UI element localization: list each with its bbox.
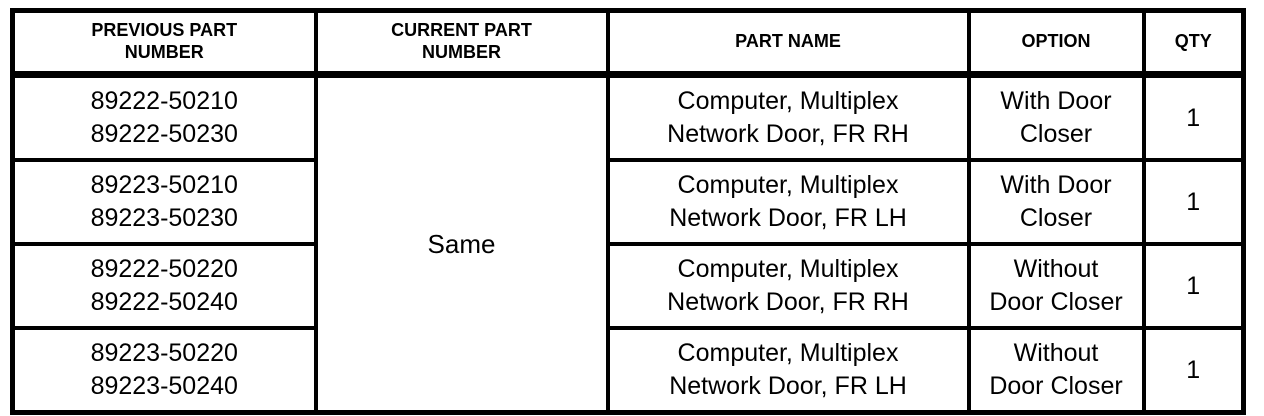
option-cell: With Door Closer (966, 72, 1146, 162)
part-name-cell: Computer, Multiplex Network Door, FR LH (605, 158, 971, 246)
current-part-number-merged-cell: Same (313, 72, 610, 415)
part-name-cell: Computer, Multiplex Network Door, FR RH (605, 72, 971, 162)
header-option: OPTION (966, 8, 1146, 78)
qty-cell: 1 (1141, 326, 1246, 415)
header-part-name: PART NAME (605, 8, 971, 78)
table-row: 89222-50210 89222-50230 Same Computer, M… (10, 72, 1246, 415)
option-cell: With Door Closer (966, 158, 1146, 246)
table-row: 89223-50210 89223-50230 Computer, Multip… (10, 158, 1246, 246)
qty-cell: 1 (1141, 242, 1246, 330)
header-qty: QTY (1141, 8, 1246, 78)
table-row: 89222-50220 89222-50240 Computer, Multip… (10, 242, 1246, 330)
header-previous-part-number: PREVIOUS PART NUMBER (10, 8, 318, 78)
part-number-interchange-table: PREVIOUS PART NUMBER CURRENT PART NUMBER… (10, 8, 1246, 415)
previous-part-number-cell: 89222-50220 89222-50240 (10, 242, 318, 330)
header-row: PREVIOUS PART NUMBER CURRENT PART NUMBER… (10, 8, 1246, 78)
qty-cell: 1 (1141, 72, 1246, 162)
part-name-cell: Computer, Multiplex Network Door, FR LH (605, 326, 971, 415)
part-name-cell: Computer, Multiplex Network Door, FR RH (605, 242, 971, 330)
previous-part-number-cell: 89222-50210 89222-50230 (10, 72, 318, 162)
option-cell: Without Door Closer (966, 326, 1146, 415)
table-row: 89223-50220 89223-50240 Computer, Multip… (10, 326, 1246, 415)
option-cell: Without Door Closer (966, 242, 1146, 330)
qty-cell: 1 (1141, 158, 1246, 246)
previous-part-number-cell: 89223-50210 89223-50230 (10, 158, 318, 246)
header-current-part-number: CURRENT PART NUMBER (313, 8, 610, 78)
previous-part-number-cell: 89223-50220 89223-50240 (10, 326, 318, 415)
